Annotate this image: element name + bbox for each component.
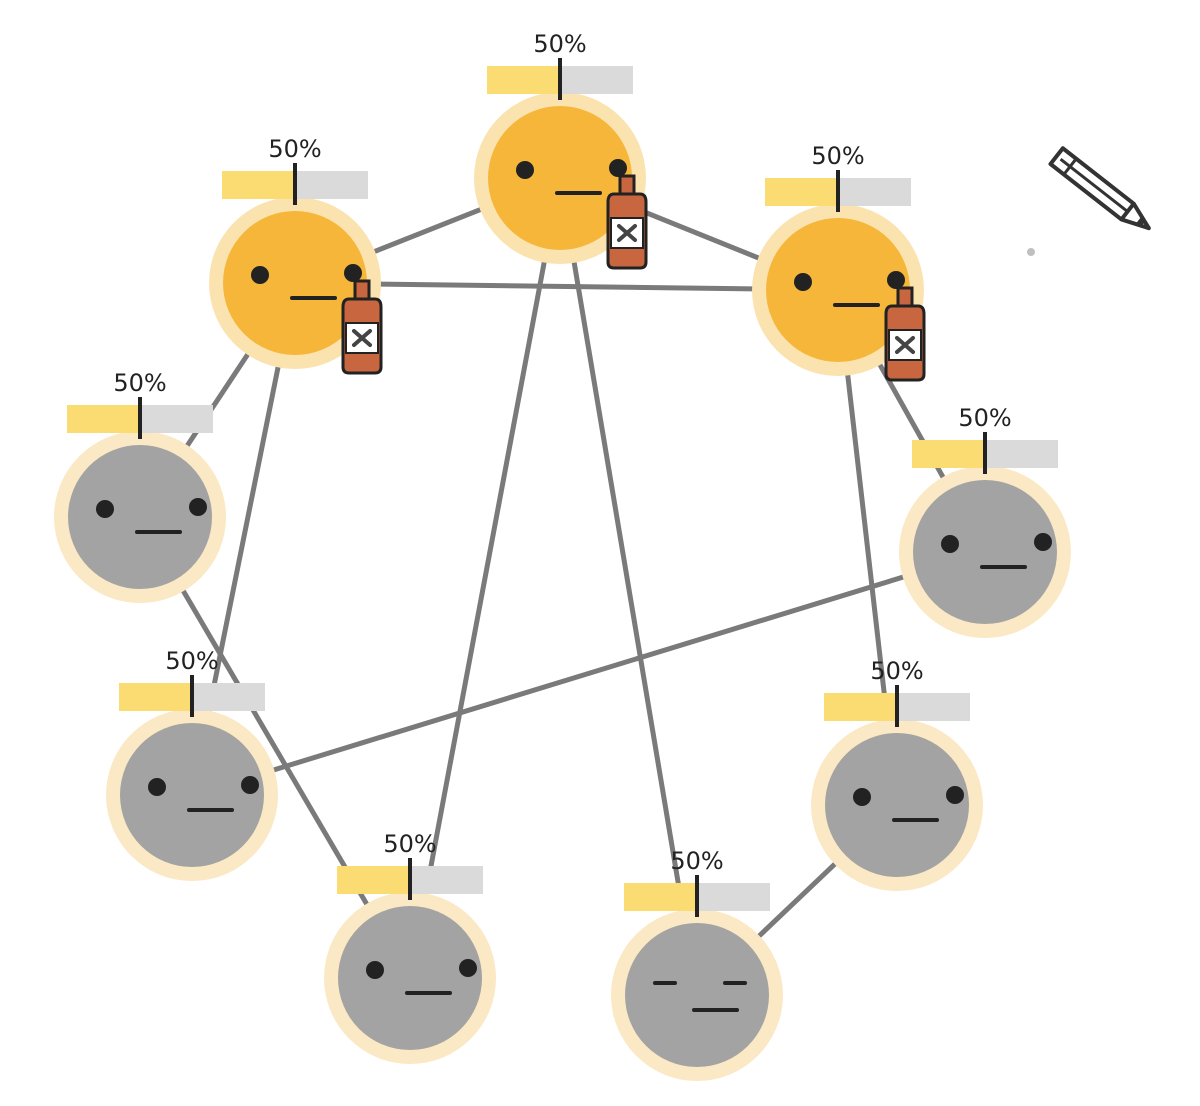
poison-bottle-icon (341, 279, 383, 375)
eye (516, 161, 534, 179)
connection-line (843, 357, 892, 738)
people-layer: 50% 50% 50% 50% 50% 50% 50% 50% 50% (54, 30, 1071, 1081)
connection-line (172, 574, 378, 921)
person-node[interactable]: 50% (611, 847, 783, 1081)
eye (946, 786, 964, 804)
person-face (913, 480, 1057, 624)
eye (887, 271, 905, 289)
meter-fill (119, 683, 192, 711)
eye (609, 159, 627, 177)
meter-percent-label: 50% (870, 657, 923, 685)
person-face (223, 211, 367, 355)
eye (1034, 533, 1052, 551)
poison-bottle-icon (606, 174, 648, 270)
eye (459, 959, 477, 977)
meter-percent-label: 50% (670, 847, 723, 875)
meter-fill (487, 66, 560, 94)
person-face (68, 445, 212, 589)
eye (251, 266, 269, 284)
eye (148, 778, 166, 796)
meter-fill (824, 693, 897, 721)
eye (941, 535, 959, 553)
person-face (766, 218, 910, 362)
eye (96, 500, 114, 518)
eye (794, 273, 812, 291)
poison-bottle-icon (884, 286, 926, 382)
meter-fill (765, 178, 838, 206)
connection-line (745, 850, 849, 950)
person-face (120, 723, 264, 867)
connection-line (176, 338, 259, 462)
meter-percent-label: 50% (383, 830, 436, 858)
eye (853, 788, 871, 806)
connection-line (622, 201, 776, 267)
meter-fill (337, 866, 410, 894)
connection-line (203, 349, 284, 729)
connection-layer (172, 201, 954, 950)
meter-percent-label: 50% (268, 135, 321, 163)
meter-percent-label: 50% (958, 404, 1011, 432)
eye (366, 961, 384, 979)
eye (241, 776, 259, 794)
person-face (338, 906, 482, 1050)
connection-line (357, 201, 498, 260)
person-node[interactable]: 50% (752, 142, 926, 382)
meter-percent-label: 50% (811, 142, 864, 170)
pencil-icon[interactable] (1048, 146, 1156, 236)
person-node[interactable]: 50% (899, 404, 1071, 638)
eye (189, 498, 207, 516)
person-node[interactable]: 50% (106, 647, 278, 881)
eye (344, 264, 362, 282)
person-node[interactable]: 50% (324, 830, 496, 1064)
connection-line (420, 244, 550, 912)
meter-fill (912, 440, 985, 468)
person-face (488, 106, 632, 250)
person-node[interactable]: 50% (811, 657, 983, 891)
meter-percent-label: 50% (533, 30, 586, 58)
person-face (825, 733, 969, 877)
meter-fill (624, 883, 697, 911)
pencil-cursor-dot (1027, 248, 1035, 256)
person-node[interactable]: 50% (474, 30, 648, 270)
person-node[interactable]: 50% (209, 135, 383, 375)
meter-percent-label: 50% (165, 647, 218, 675)
person-face (625, 923, 769, 1067)
connection-line (256, 570, 921, 777)
meter-percent-label: 50% (113, 369, 166, 397)
meter-fill (67, 405, 140, 433)
person-node[interactable]: 50% (54, 369, 226, 603)
connection-line (569, 244, 688, 929)
connection-line (362, 281, 771, 292)
meter-fill (222, 171, 295, 199)
